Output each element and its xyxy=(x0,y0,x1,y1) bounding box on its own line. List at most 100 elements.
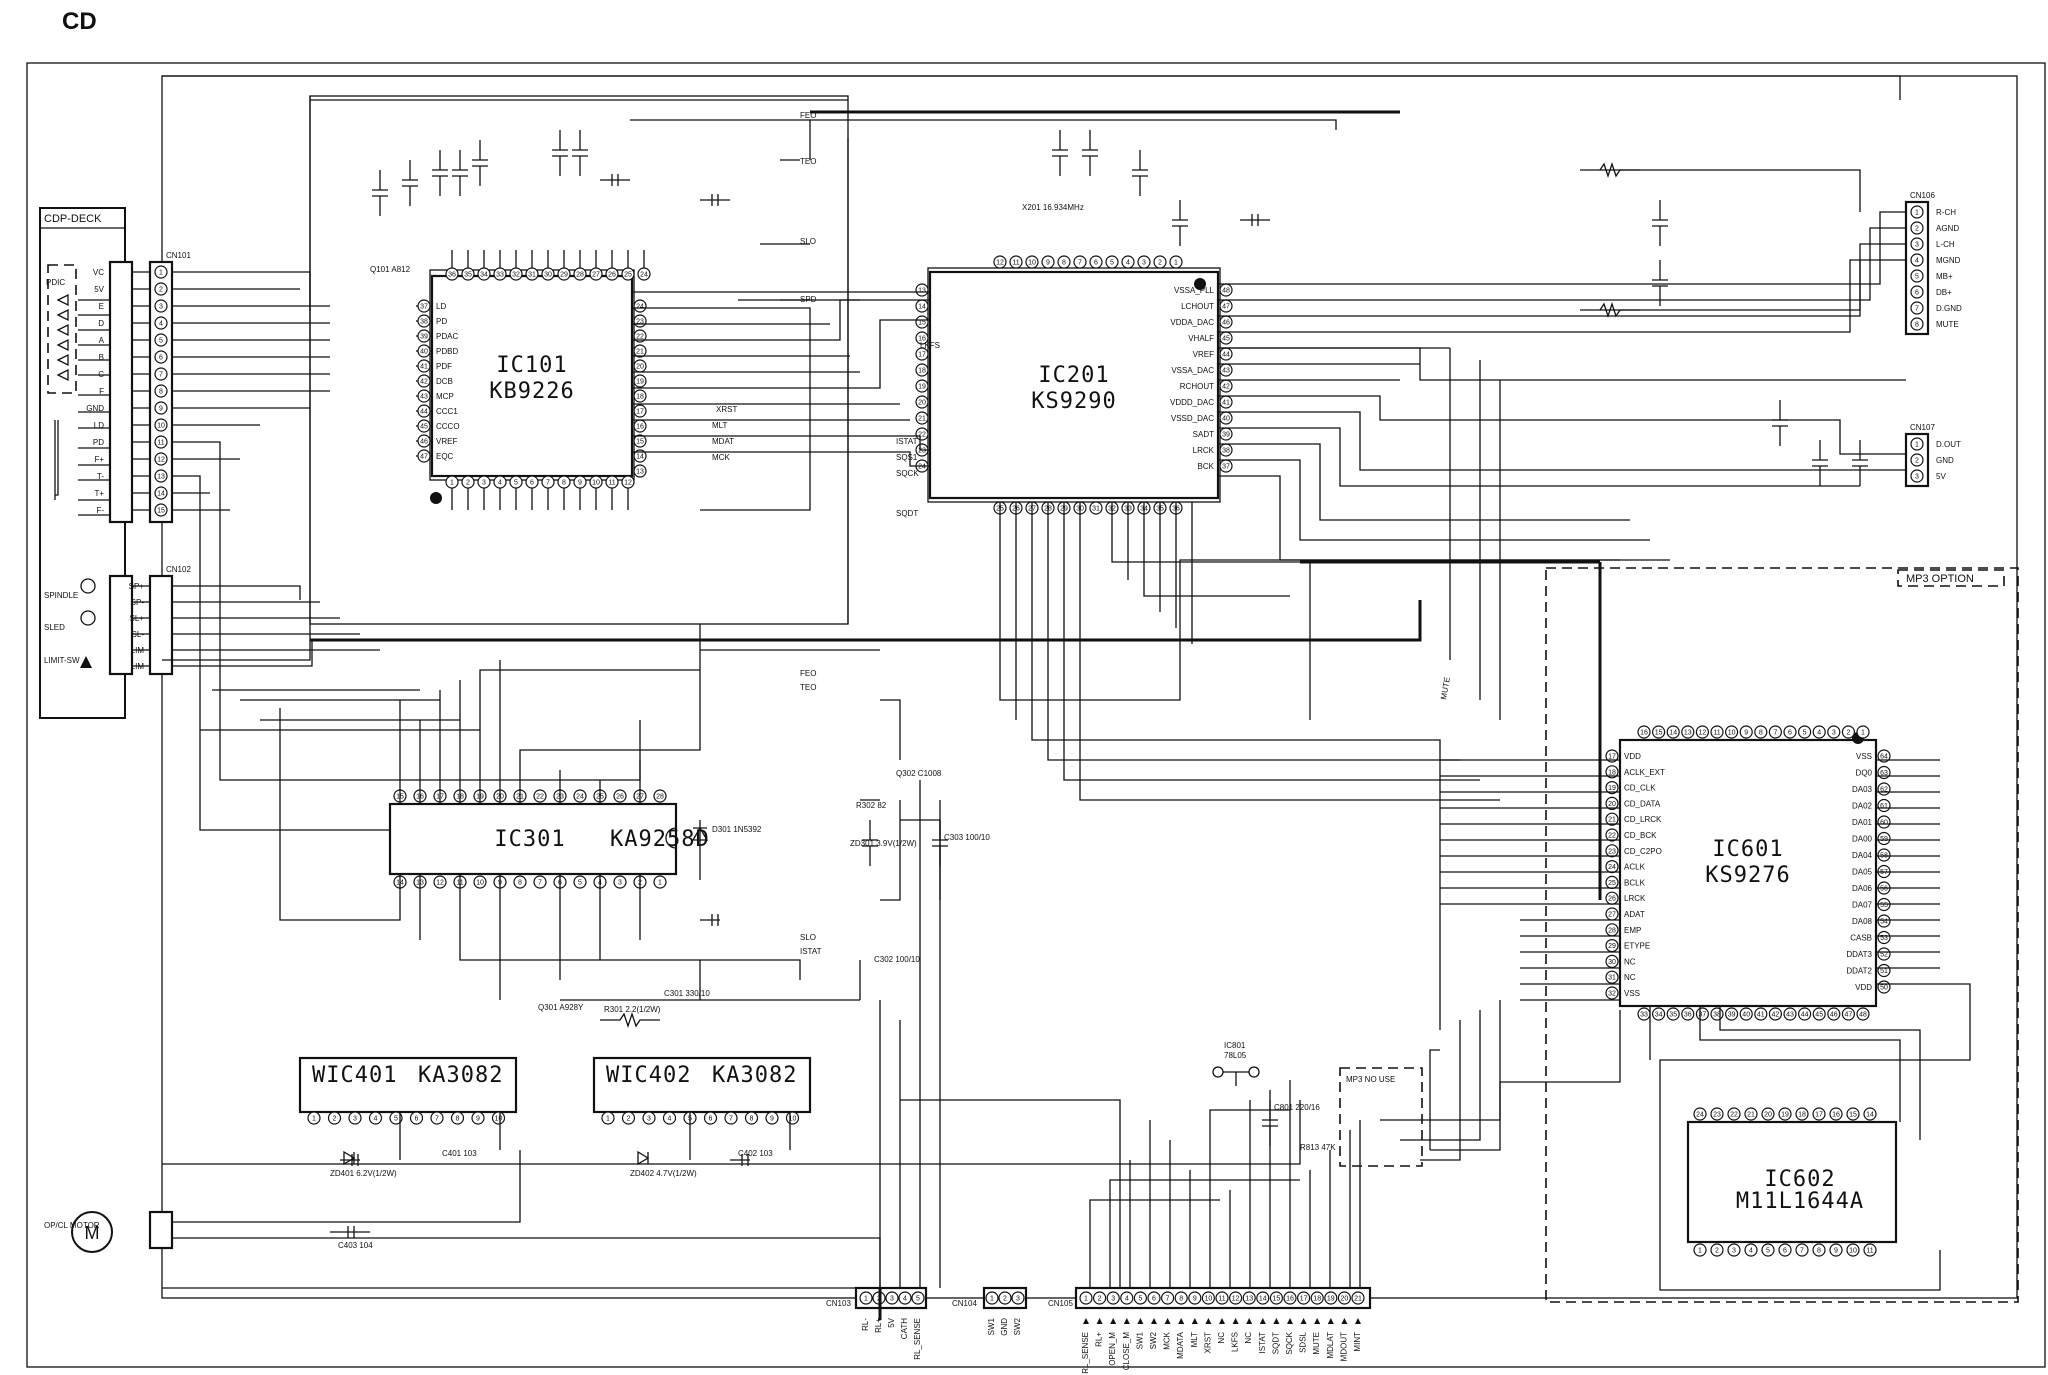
deck-connector-b xyxy=(108,574,134,676)
ic101-pin xyxy=(417,434,431,448)
ic601-ref: IC601 xyxy=(1712,837,1783,862)
svg-text:44: 44 xyxy=(1801,1012,1809,1019)
cn105-pin-label: MCK xyxy=(1163,1331,1172,1349)
cn105-arrow-icon xyxy=(1178,1318,1185,1324)
ic602-pin xyxy=(1829,1243,1843,1257)
svg-text:2: 2 xyxy=(1915,226,1919,233)
cn105-pin xyxy=(1188,1291,1202,1305)
svg-text:41: 41 xyxy=(1222,400,1230,407)
svg-text:19: 19 xyxy=(636,379,644,386)
ic601-pin-label: CD_C2PO xyxy=(1624,847,1662,856)
ic602-pin xyxy=(1846,1107,1860,1121)
svg-text:44: 44 xyxy=(1222,352,1230,359)
wic402-chip xyxy=(592,1056,812,1114)
cn101-pin xyxy=(154,418,168,432)
svg-text:40: 40 xyxy=(420,349,428,356)
limit-switch-icon xyxy=(80,656,92,668)
ic101-pin xyxy=(509,267,523,281)
svg-text:6: 6 xyxy=(1788,730,1792,737)
ic101-pin xyxy=(417,314,431,328)
cn105-arrow-icon xyxy=(1355,1318,1361,1324)
cn105-pin xyxy=(1242,1291,1256,1305)
ic601-pin xyxy=(1812,1007,1826,1021)
cn107-ref: CN107 xyxy=(1910,423,1935,432)
signal-label: SPD xyxy=(800,295,817,304)
svg-text:22: 22 xyxy=(1608,833,1616,840)
svg-text:3: 3 xyxy=(647,1116,651,1123)
svg-text:51: 51 xyxy=(1880,968,1888,975)
cn101-ref: CN101 xyxy=(166,251,191,260)
q301-label: Q301 A928Y xyxy=(538,1003,584,1012)
ic601-pin-label: LRCK xyxy=(1624,894,1646,903)
signal-label: TEO xyxy=(800,683,816,692)
svg-text:12: 12 xyxy=(1699,730,1707,737)
svg-text:25: 25 xyxy=(1608,880,1616,887)
ic601-pin xyxy=(1841,1007,1856,1021)
cn105-arrow-icon xyxy=(1110,1318,1117,1324)
svg-text:63: 63 xyxy=(1880,770,1888,777)
cn104-pin xyxy=(1011,1291,1025,1305)
cn101-pin xyxy=(154,367,168,381)
ic101-pin xyxy=(633,329,647,343)
svg-text:5: 5 xyxy=(1766,1248,1770,1255)
ic601-pin xyxy=(1695,725,1710,739)
svg-text:17: 17 xyxy=(1608,754,1616,761)
svg-text:5: 5 xyxy=(1803,730,1807,737)
wic401-chip xyxy=(298,1056,518,1114)
ic101-pin xyxy=(633,344,647,358)
cn101-pin-label: PD xyxy=(93,438,104,447)
ic101-pin xyxy=(557,267,571,281)
cn105-pin-label: OPEN_M xyxy=(1108,1332,1117,1366)
ic601-pin xyxy=(1841,725,1856,739)
ic101-pin xyxy=(493,475,507,489)
ic602-pin xyxy=(1812,1107,1826,1121)
svg-text:2: 2 xyxy=(159,287,163,294)
svg-text:27: 27 xyxy=(1608,912,1616,919)
svg-text:64: 64 xyxy=(1880,754,1888,761)
svg-text:18: 18 xyxy=(1798,1112,1806,1119)
svg-text:9: 9 xyxy=(1834,1248,1838,1255)
cn105-arrow-icon xyxy=(1123,1318,1130,1324)
ic101-pin xyxy=(633,389,647,403)
ic601-pin-label: DDAT3 xyxy=(1846,950,1872,959)
zd402-label: ZD402 4.7V(1/2W) xyxy=(630,1169,697,1178)
ic601-pin-label: DQ0 xyxy=(1856,769,1873,778)
ic301-pin xyxy=(473,875,487,889)
cn105-pin xyxy=(1324,1291,1338,1305)
zd301-label: ZD301 3.9V(1/2W) xyxy=(850,839,917,848)
cn105-pin xyxy=(1215,1291,1229,1305)
cn105-pin xyxy=(1106,1291,1120,1305)
c401-label: C401 103 xyxy=(442,1149,477,1158)
ic601-pin-label: DA04 xyxy=(1852,851,1873,860)
signal-label: TEO xyxy=(800,157,816,166)
svg-text:5: 5 xyxy=(159,338,163,345)
ic601-pin xyxy=(1666,1007,1680,1021)
ic201-pin xyxy=(1089,501,1103,515)
wic401-part: KA3082 xyxy=(418,1063,503,1088)
svg-text:31: 31 xyxy=(528,272,536,279)
ic601-pin xyxy=(1605,828,1619,842)
q302-label: Q302 C1008 xyxy=(896,769,942,778)
supply-bus xyxy=(310,110,1602,1320)
cn106-pin xyxy=(1910,285,1924,299)
svg-text:38: 38 xyxy=(1713,1012,1721,1019)
svg-text:39: 39 xyxy=(1222,432,1230,439)
ic601-pin-label: ACLK_EXT xyxy=(1624,768,1665,777)
cn103-pin-label: CATH xyxy=(900,1318,909,1339)
cn105-pin-label: SW2 xyxy=(1149,1331,1158,1349)
svg-text:5: 5 xyxy=(1110,260,1114,267)
ic601-pin xyxy=(1605,749,1619,763)
ic601-pin xyxy=(1827,1007,1841,1021)
svg-text:53: 53 xyxy=(1880,935,1888,942)
svg-text:2: 2 xyxy=(1158,260,1162,267)
cn107-pin-label: D.OUT xyxy=(1936,440,1961,449)
cn101-pin-label: F- xyxy=(96,506,104,515)
svg-text:20: 20 xyxy=(918,400,926,407)
cn103-pin-label: RL+ xyxy=(874,1318,883,1333)
ic201-pin xyxy=(915,331,929,345)
wic402-pin xyxy=(601,1111,615,1125)
signal-label: SLO xyxy=(800,933,816,942)
limit-sw-label: LIMIT-SW xyxy=(44,656,80,665)
svg-text:15: 15 xyxy=(157,508,165,515)
